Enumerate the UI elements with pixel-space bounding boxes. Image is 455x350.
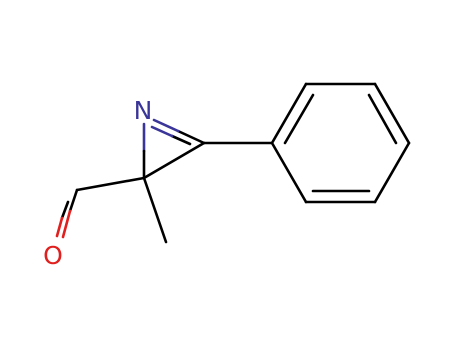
phenyl-ring [270, 82, 411, 204]
nitrogen-label: N [134, 96, 153, 125]
azirine-ring [142, 118, 206, 180]
ring-bond-3 [373, 82, 411, 145]
c-n-double-bond-inner-n [150, 125, 174, 138]
ring-inner-bond-b [367, 93, 398, 145]
methyl-bond [142, 176, 168, 244]
c-cho-bond [75, 176, 146, 192]
c-o-double-bond-2-o [55, 216, 64, 238]
c-o-double-bond-2-c [60, 200, 70, 220]
c-o-double-bond-1-c [68, 188, 79, 213]
ring-bond-1 [270, 82, 308, 145]
c-n-double-bond-outer-n [152, 118, 180, 133]
ring-bond-6 [270, 141, 308, 204]
c-n-double-bond-outer-c [176, 129, 206, 145]
c-n-double-bond-inner-c [170, 134, 192, 146]
aldehyde-group [55, 176, 146, 239]
ring-inner-bond-a [283, 93, 315, 145]
c-c-ring-bond [142, 141, 206, 180]
ring-bond-4 [373, 141, 411, 204]
oxygen-label: O [43, 241, 63, 270]
c-o-double-bond-1-o [61, 209, 72, 239]
